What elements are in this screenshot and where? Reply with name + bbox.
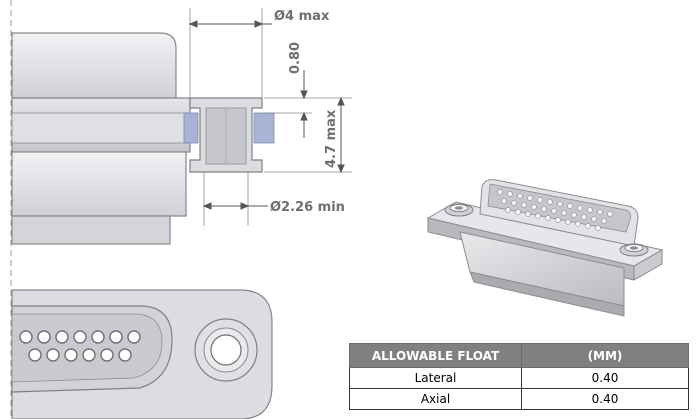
table-row: Lateral 0.40	[349, 367, 689, 389]
connector-shell-lower	[11, 151, 187, 217]
allowable-float-table: ALLOWABLE FLOAT (MM) Lateral 0.40 Axial …	[349, 343, 689, 410]
row-value: 0.40	[521, 388, 689, 410]
header-mm: (MM)	[521, 343, 689, 368]
dim-inner-diameter: Ø2.26 min	[270, 200, 345, 215]
section-view: Ø4 max 0.80 4.7 max Ø2.26 min	[10, 0, 352, 419]
table-row: Axial 0.40	[349, 388, 689, 410]
connector-nose	[11, 215, 171, 245]
row-value: 0.40	[521, 367, 689, 389]
table-header-row: ALLOWABLE FLOAT (MM)	[349, 343, 689, 368]
connector-isometric	[426, 179, 664, 317]
washer-left	[183, 112, 199, 144]
connector-shell-upper	[11, 32, 177, 99]
dim-flange-height: 0.80	[288, 42, 303, 74]
row-label: Lateral	[349, 367, 522, 389]
dim-outer-diameter: Ø4 max	[274, 9, 330, 24]
row-label: Axial	[349, 388, 522, 410]
front-view	[11, 289, 273, 419]
header-allowable-float: ALLOWABLE FLOAT	[349, 343, 522, 368]
iso-pins	[497, 189, 613, 231]
washer-right	[253, 112, 275, 144]
contact-pins	[19, 330, 141, 362]
iso-eyelet-right	[619, 243, 649, 257]
dim-total-height: 4.7 max	[324, 109, 339, 168]
front-eyelet-bore	[210, 334, 242, 366]
flange-highlight	[11, 112, 191, 144]
iso-eyelet-left	[444, 203, 474, 217]
